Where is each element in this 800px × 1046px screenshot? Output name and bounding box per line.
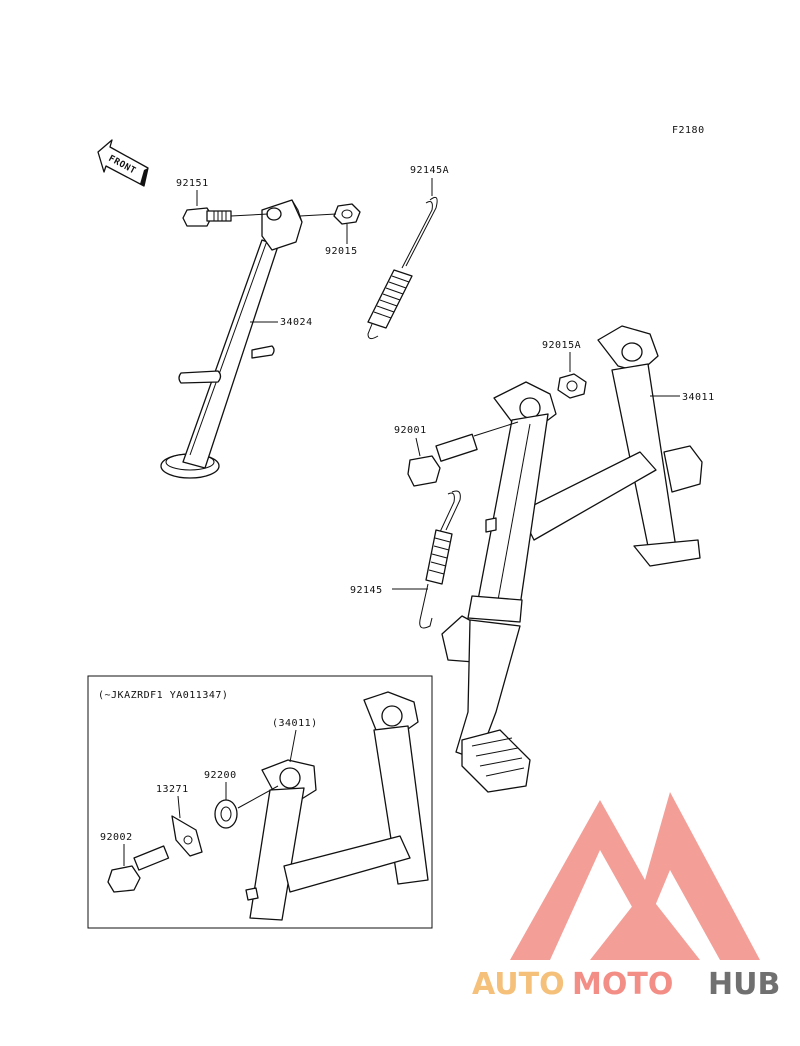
inset-box xyxy=(87,675,433,929)
inset-center-stand-drawing xyxy=(245,691,429,921)
automotohub-watermark: AUTO MOTO HUB xyxy=(472,792,780,1002)
watermark-auto: AUTO xyxy=(472,967,565,1002)
center-stand-drawing xyxy=(441,325,703,793)
label-92151: 92151 xyxy=(176,178,209,189)
label-92002: 92002 xyxy=(100,832,133,843)
bolt-92002-drawing xyxy=(107,845,170,893)
bolt-92001-drawing xyxy=(407,421,519,487)
front-arrow-icon: FRONT xyxy=(97,139,149,187)
watermark-hub: HUB xyxy=(708,967,780,1002)
figure-code: F2180 xyxy=(672,125,705,136)
side-stand-drawing xyxy=(160,199,303,479)
label-34024: 34024 xyxy=(280,317,313,328)
nut-92015-drawing xyxy=(299,203,361,225)
plate-13271-drawing xyxy=(171,815,203,857)
label-34011-inset: (34011) xyxy=(272,718,318,729)
label-34011: 34011 xyxy=(682,392,715,403)
washer-92200-drawing xyxy=(214,785,279,829)
watermark-moto: MOTO xyxy=(572,967,673,1002)
label-92015A: 92015A xyxy=(542,340,581,351)
part-labels: 92151 92015 34024 92145A 92015A 34011 92… xyxy=(100,165,715,866)
spring-92145-drawing xyxy=(419,490,461,629)
label-92145: 92145 xyxy=(350,585,383,596)
label-92015: 92015 xyxy=(325,246,358,257)
triangle-logo-icon xyxy=(510,792,760,960)
label-92145A: 92145A xyxy=(410,165,449,176)
label-13271: 13271 xyxy=(156,784,189,795)
bolt-92151-drawing xyxy=(182,207,269,227)
nut-92015A-drawing xyxy=(557,373,587,399)
spring-92145A-drawing xyxy=(367,196,438,340)
label-92001: 92001 xyxy=(394,425,427,436)
label-92200: 92200 xyxy=(204,770,237,781)
inset-note: (~JKAZRDF1 YA011347) xyxy=(98,690,228,701)
